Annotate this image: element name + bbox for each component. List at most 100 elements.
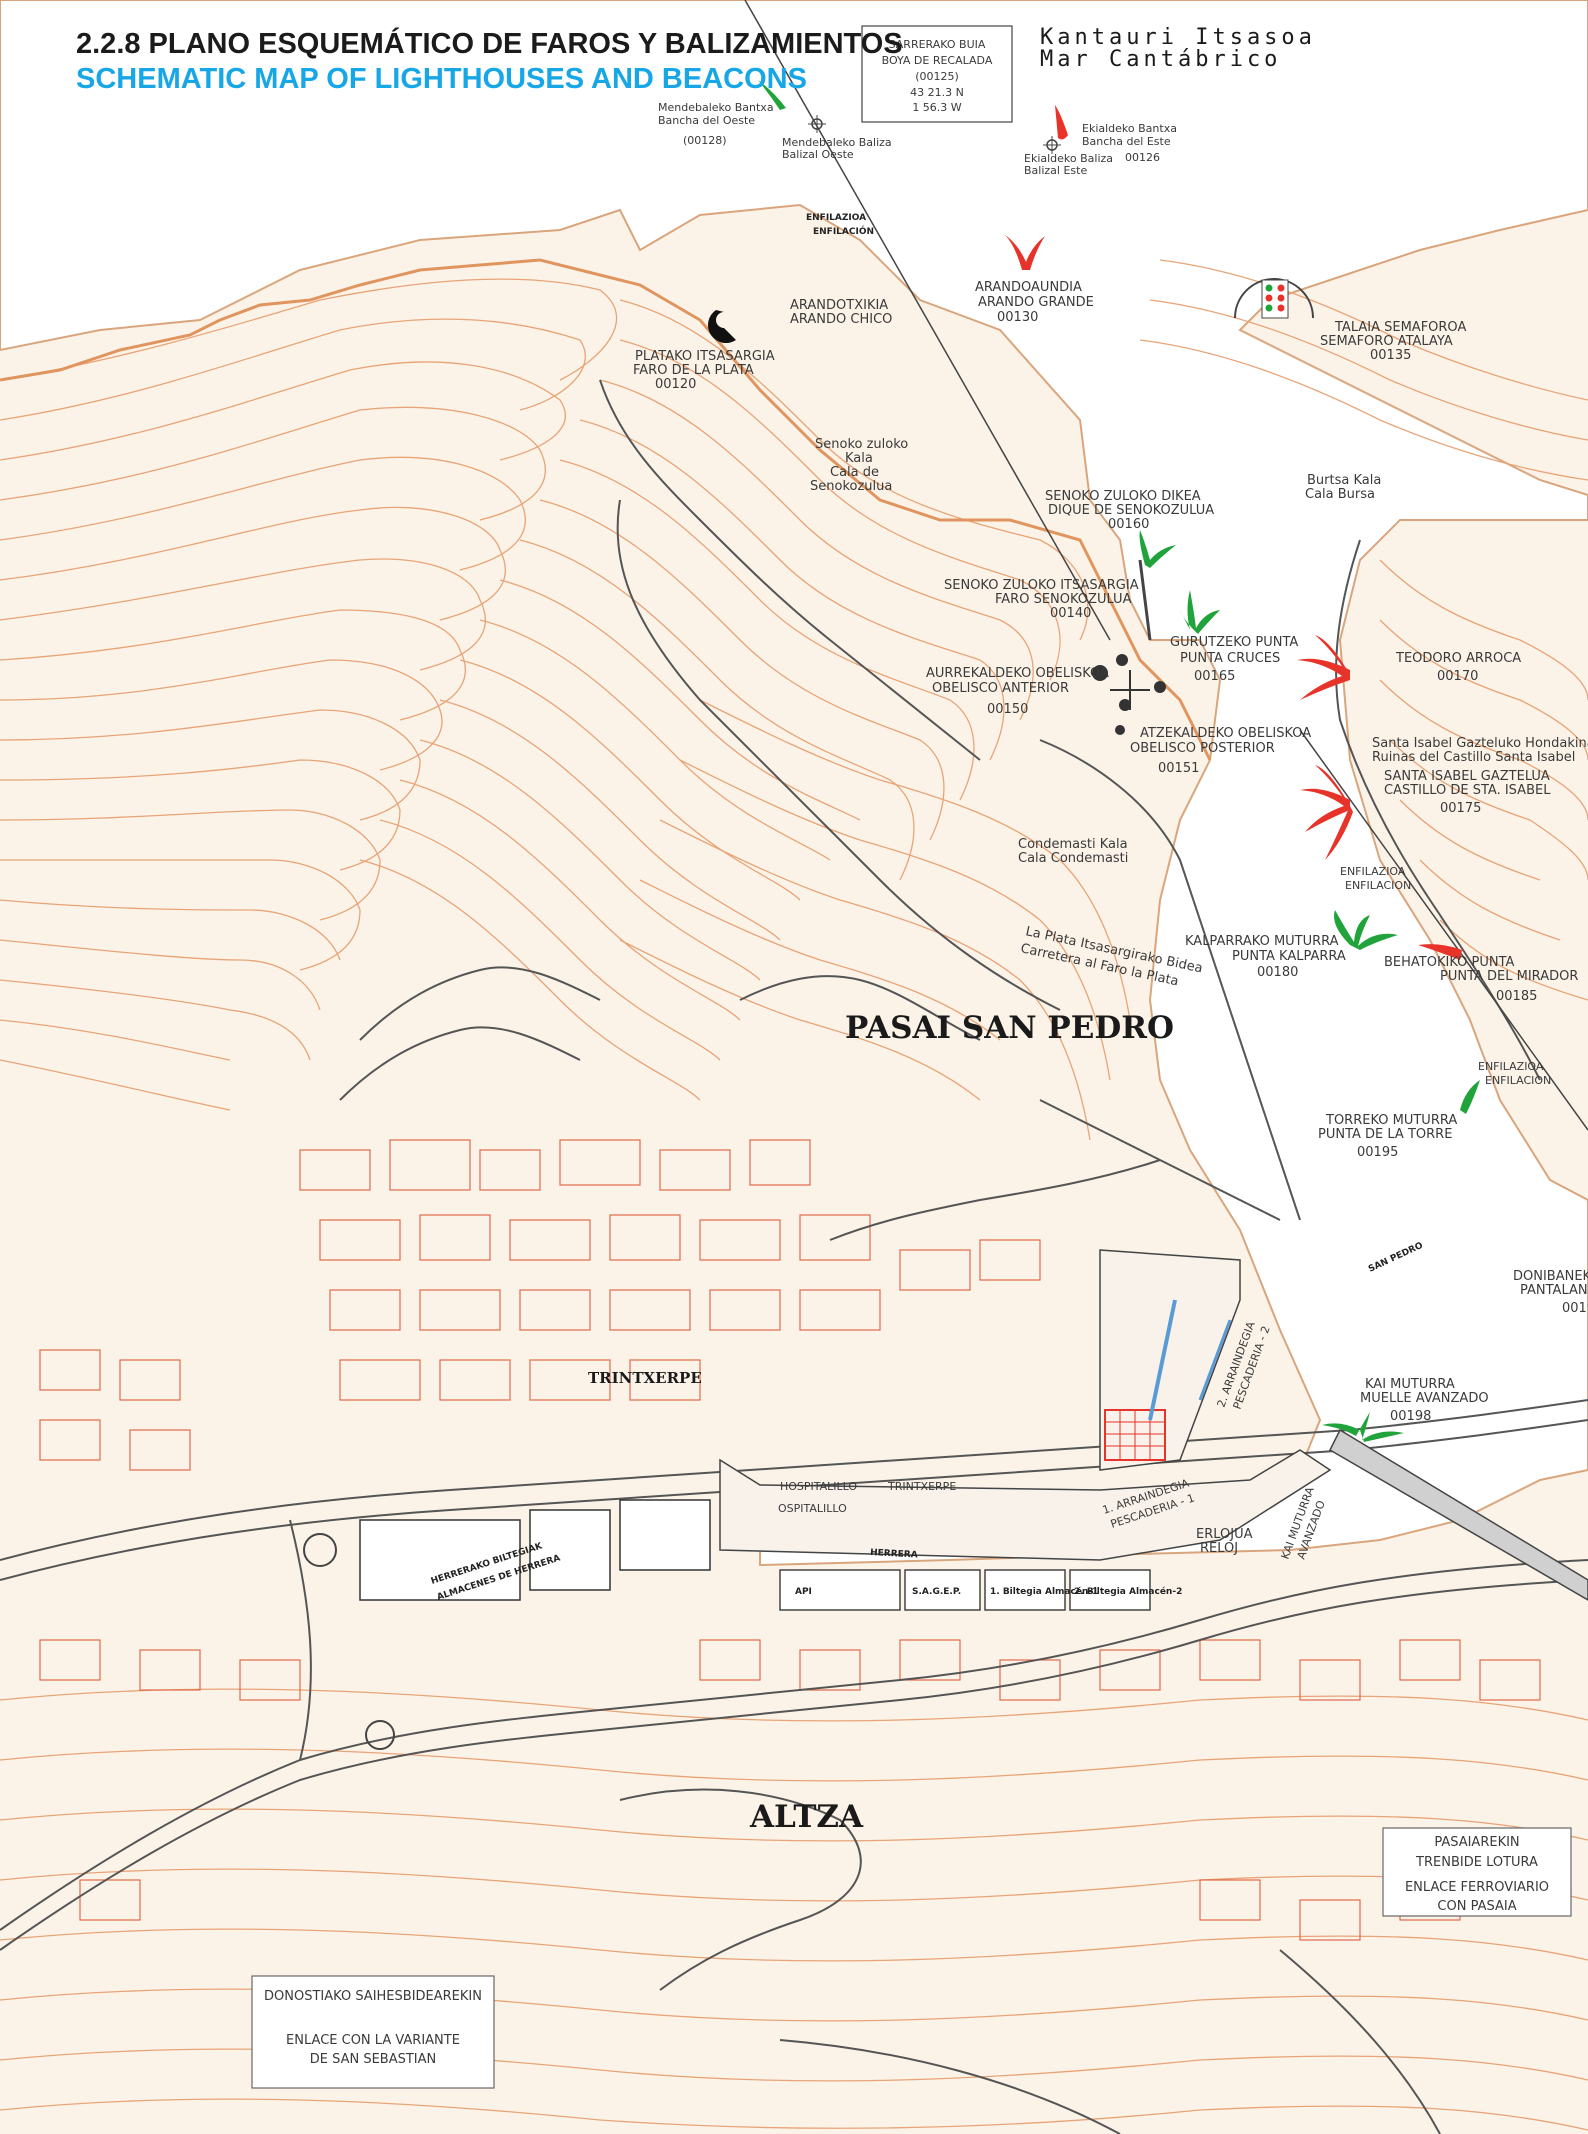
label-mirador-2: PUNTA DEL MIRADOR — [1440, 969, 1578, 984]
buoy-box-line-1: SARRERAKO BUIA — [889, 38, 986, 51]
label-obelisco-post-3: 00151 — [1158, 761, 1199, 776]
page-title-es: 2.2.8 PLANO ESQUEMÁTICO DE FAROS Y BALIZ… — [76, 28, 903, 60]
warehouses — [359, 1499, 711, 1601]
roundabout-2 — [365, 1720, 395, 1750]
label-pantalan-1: DONIBANEKO — [1513, 1269, 1588, 1284]
label-almacen-1: 1. Biltegia Almacén-1 — [990, 1586, 1098, 1597]
coastline — [0, 258, 1212, 761]
info-pasaia-4: CON PASAIA — [1437, 1899, 1516, 1914]
label-almacen-api: API — [795, 1587, 812, 1597]
info-variante-1: DONOSTIAKO SAIHESBIDEAREKIN — [264, 1989, 482, 2004]
label-baliza-este-1: Ekialdeko Baliza — [1024, 152, 1113, 165]
label-mirador-1: BEHATOKIKO PUNTA — [1384, 955, 1515, 970]
info-pasaia-1: PASAIAREKIN — [1434, 1835, 1519, 1850]
label-oeste-1: Mendebaleko Bantxa — [658, 101, 774, 114]
label-condemasti-2: Cala Condemasti — [1018, 851, 1128, 866]
green-beacon-torre — [1460, 1080, 1480, 1114]
green-beacon-oeste — [758, 80, 786, 110]
label-kalparra-1: KALPARRAKO MUTURRA — [1185, 934, 1339, 949]
place-altza: ALTZA — [749, 1799, 864, 1835]
label-faro-senoko-1: SENOKO ZULOKO ITSASARGIA — [944, 578, 1139, 593]
label-obelisco-post-2: OBELISCO POSTERIOR — [1130, 741, 1275, 756]
label-dique-1: SENOKO ZULOKO DIKEA — [1045, 489, 1201, 504]
label-reloj-1: ERLOJUA — [1196, 1527, 1253, 1542]
label-oeste-3: (00128) — [683, 134, 727, 147]
green-beacon-kalparra — [1334, 910, 1398, 950]
baliza-oeste-icon — [808, 115, 826, 133]
label-enfilazioa-low-2: ENFILACION — [1485, 1074, 1551, 1087]
label-obelisco-ant-1: AURREKALDEKO OBELISKOA — [926, 666, 1109, 681]
buoy-box-line-2: BOYA DE RECALADA — [882, 54, 993, 67]
faro-plata-icon — [707, 310, 736, 344]
label-baliza-este-2: Balizal Este — [1024, 164, 1087, 177]
roads — [0, 379, 1588, 2134]
label-cruces-2: PUNTA CRUCES — [1180, 651, 1280, 666]
place-pasai-san-pedro: PASAI SAN PEDRO — [845, 1010, 1174, 1046]
page-title-en: SCHEMATIC MAP OF LIGHTHOUSES AND BEACONS — [76, 63, 807, 95]
buoy-box-line-5: 1 56.3 W — [912, 101, 961, 114]
label-faro-plata-3: 00120 — [655, 377, 696, 392]
label-semaforo-1: TALAIA SEMAFOROA — [1334, 320, 1466, 335]
label-castillo-1: SANTA ISABEL GAZTELUA — [1384, 769, 1550, 784]
label-muelle-1: KAI MUTURRA — [1365, 1377, 1455, 1392]
label-kalparra-2: PUNTA KALPARRA — [1232, 949, 1346, 964]
red-beacon-arroca-2 — [1315, 635, 1350, 675]
label-arando-chico-2: ARANDO CHICO — [790, 312, 892, 327]
label-castillo-3: 00175 — [1440, 801, 1481, 816]
label-almacen-sagep: S.A.G.E.P. — [912, 1587, 961, 1597]
label-hospitalillo-2: OSPITALILLO — [778, 1502, 847, 1515]
label-este-3: 00126 — [1125, 151, 1160, 164]
label-este-1: Ekialdeko Bantxa — [1082, 122, 1177, 135]
label-senoko-1: Senoko zuloko — [815, 437, 908, 452]
label-torre-1: TORREKO MUTURRA — [1325, 1113, 1457, 1128]
label-dique-2: DIQUE DE SENOKOZULUA — [1048, 503, 1214, 518]
label-bursa-1: Burtsa Kala — [1307, 473, 1381, 488]
dique-senokozulua — [1138, 559, 1152, 641]
label-arroca-2: 00170 — [1437, 669, 1478, 684]
label-enfilazioa-top-1: ENFILAZIOA — [806, 213, 866, 223]
red-beacon-arando-grande — [1005, 235, 1045, 270]
info-box-pasaia — [1382, 1827, 1572, 1917]
label-ruinas-1: Santa Isabel Gazteluko Hondakinak — [1372, 736, 1588, 751]
label-muelle-3: 00198 — [1390, 1409, 1431, 1424]
label-mirador-3: 00185 — [1496, 989, 1537, 1004]
label-enfilazioa-mid-2: ENFILACION — [1345, 879, 1411, 892]
label-pantalan-2: PANTALAN D — [1520, 1283, 1588, 1298]
label-arando-grande-2: ARANDO GRANDE — [978, 295, 1094, 310]
label-arando-grande-1: ARANDOAUNDIA — [975, 280, 1082, 295]
label-obelisco-ant-3: 00150 — [987, 702, 1028, 717]
label-faro-plata-1: PLATAKO ITSASARGIA — [635, 349, 775, 364]
baliza-este-icon — [1043, 136, 1061, 154]
label-baliza-oeste-2: Balizal Oeste — [782, 148, 854, 161]
red-beacon-este — [1055, 105, 1068, 140]
page-header: 2.2.8 PLANO ESQUEMÁTICO DE FAROS Y BALIZ… — [76, 26, 1056, 96]
semaforo-icon — [1234, 278, 1314, 319]
info-pasaia-3: ENLACE FERROVIARIO — [1405, 1880, 1549, 1895]
label-senoko-3: Cala de — [830, 465, 879, 480]
label-enfilazioa-mid-1: ENFILAZIOA — [1340, 865, 1406, 878]
label-reloj-2: RELOJ — [1200, 1541, 1238, 1556]
label-condemasti-1: Condemasti Kala — [1018, 837, 1128, 852]
label-senoko-2: Kala — [845, 451, 873, 466]
label-oeste-2: Bancha del Oeste — [658, 114, 755, 127]
label-este-2: Bancha del Este — [1082, 135, 1171, 148]
label-obelisco-ant-2: OBELISCO ANTERIOR — [932, 681, 1069, 696]
roundabout — [303, 1533, 337, 1567]
contour-lines — [0, 259, 1588, 2131]
label-enfilazioa-top-2: ENFILACIÓN — [813, 225, 874, 237]
obelisco-symbols — [1092, 654, 1166, 735]
label-castillo-2: CASTILLO DE STA. ISABEL — [1384, 783, 1551, 798]
label-pantalan-3: 0019 — [1562, 1301, 1588, 1316]
label-semaforo-3: 00135 — [1370, 348, 1411, 363]
label-muelle-2: MUELLE AVANZADO — [1360, 1391, 1489, 1406]
blue-quay-line — [1148, 1299, 1177, 1421]
red-beacon-castillo-1 — [1300, 788, 1350, 832]
sea-name-es: Mar Cantábrico — [1040, 47, 1281, 72]
label-torre-2: PUNTA DE LA TORRE — [1318, 1127, 1452, 1142]
label-faro-senoko-3: 00140 — [1050, 606, 1091, 621]
info-variante-3: DE SAN SEBASTIAN — [310, 2052, 437, 2067]
label-cruces-3: 00165 — [1194, 669, 1235, 684]
label-semaforo-2: SEMAFORO ATALAYA — [1320, 334, 1453, 349]
info-pasaia-2: TRENBIDE LOTURA — [1415, 1855, 1538, 1870]
label-faro-senoko-2: FARO SENOKOZULUA — [995, 592, 1132, 607]
